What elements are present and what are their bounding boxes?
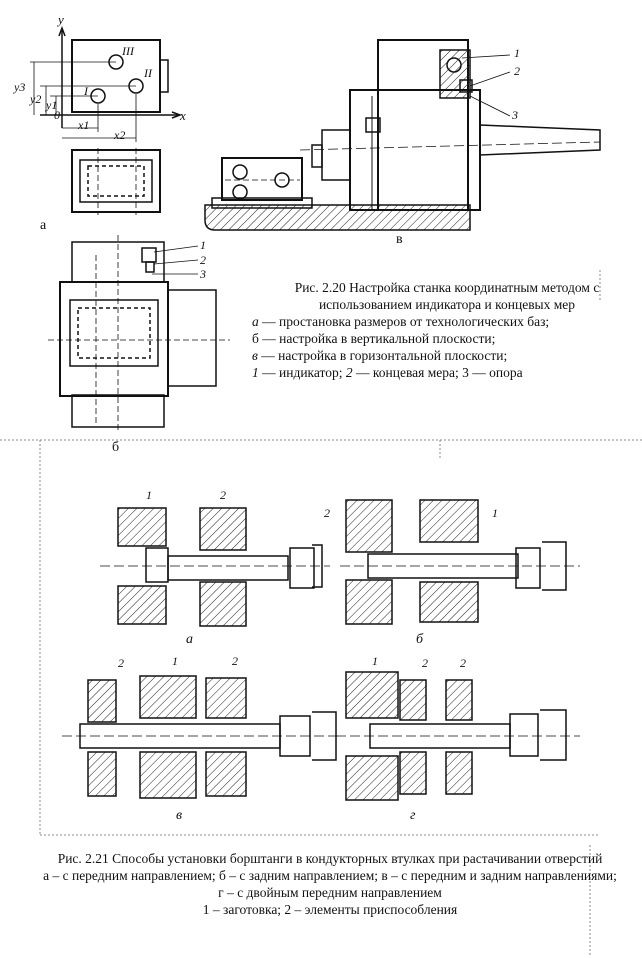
callout-1-v: 1 — [514, 46, 520, 60]
callout-1-a: 1 — [146, 488, 152, 502]
hole-label-iii: III — [122, 44, 134, 58]
callout-3-b: 3 — [200, 267, 206, 281]
callout-1-v2: 1 — [172, 654, 178, 668]
axis-x-label: x — [180, 108, 186, 123]
axis-y-label: y — [58, 12, 64, 27]
callout-2-b2: 2 — [324, 506, 330, 520]
dim-label-y3: y3 — [14, 80, 26, 94]
callout-3-v: 3 — [512, 108, 518, 122]
caption-fig-2-21-variants: а – с передним направлением; б – с задни… — [43, 868, 617, 900]
caption-fig-2-21: Рис. 2.21 Способы установки борштанги в … — [40, 850, 620, 918]
fig-2-20-label-v: в — [396, 232, 403, 247]
fig-2-21g-drawing — [336, 671, 580, 801]
fig-2-21-sub-b: б — [416, 632, 424, 647]
caption-fig-2-20-line: а — простановка размеров от технологичес… — [252, 314, 550, 329]
callout-2-v: 2 — [514, 64, 520, 78]
fig-2-21-sub-a: а — [186, 632, 193, 647]
callout-2-g-a: 2 — [422, 656, 428, 670]
caption-fig-2-20: Рис. 2.20 Настройка станка координатным … — [252, 279, 642, 381]
callout-2-v-right: 2 — [232, 654, 238, 668]
callout-1-b2: 1 — [492, 506, 498, 520]
callout-2-b: 2 — [200, 253, 206, 267]
callout-1-g: 1 — [372, 654, 378, 668]
dim-label-y1: y1 — [46, 98, 58, 112]
caption-fig-2-20-line: 1 — индикатор; 2 — концевая мера; 3 — оп… — [252, 365, 523, 380]
fig-2-21b-drawing — [340, 499, 580, 625]
fig-2-20a-drawing — [30, 25, 183, 215]
hole-label-ii: II — [144, 66, 152, 80]
fig-2-21v-drawing — [62, 675, 338, 799]
callout-2-g-b: 2 — [460, 656, 466, 670]
fig-2-20b-drawing — [48, 235, 230, 430]
dim-label-y2: y2 — [30, 92, 42, 106]
caption-fig-2-20-line: б — настройка в вертикальной плоскости; — [252, 331, 496, 346]
callout-2-a: 2 — [220, 488, 226, 502]
callout-1-b: 1 — [200, 238, 206, 252]
fig-2-21-sub-v: в — [176, 808, 183, 823]
dim-label-x1: x1 — [78, 118, 90, 132]
caption-fig-2-20-title: Рис. 2.20 Настройка станка координатным … — [294, 280, 600, 312]
hole-label-i: I — [84, 84, 88, 98]
fig-2-20-label-a: а — [40, 218, 47, 233]
callout-2-v-left: 2 — [118, 656, 124, 670]
fig-2-21-sub-g: г — [410, 808, 416, 823]
caption-fig-2-20-line: в — настройка в горизонтальной плоскости… — [252, 348, 508, 363]
separator-lines — [0, 270, 642, 955]
fig-2-20v-drawing — [204, 39, 601, 231]
fig-2-21a-drawing — [100, 507, 330, 627]
caption-fig-2-21-legend: 1 – заготовка; 2 – элементы приспособлен… — [202, 902, 458, 917]
origin-label: 0 — [54, 108, 60, 122]
dim-label-x2: x2 — [114, 128, 126, 142]
fig-2-20-label-b: б — [112, 440, 120, 455]
caption-fig-2-21-title: Рис. 2.21 Способы установки борштанги в … — [57, 851, 603, 866]
